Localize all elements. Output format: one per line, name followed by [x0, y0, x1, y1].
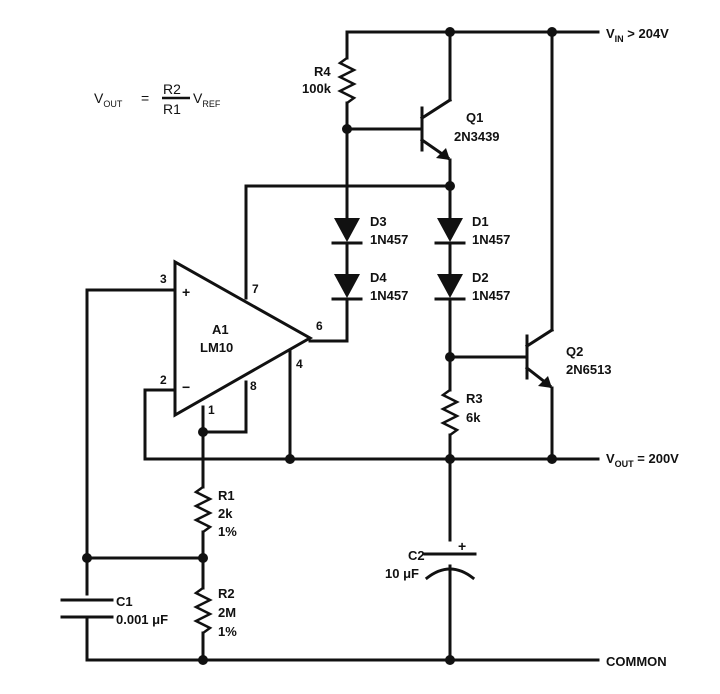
resistor-r4: R4 100k [302, 30, 357, 220]
svg-text:Q1: Q1 [466, 110, 483, 125]
svg-text:R1: R1 [218, 488, 235, 503]
opamp-a1: + − A1 LM10 3 2 7 6 4 8 1 [160, 259, 323, 418]
svg-text:7: 7 [252, 282, 259, 296]
svg-text:D3: D3 [370, 214, 387, 229]
svg-text:=: = [141, 90, 149, 106]
svg-text:D2: D2 [472, 270, 489, 285]
svg-text:1%: 1% [218, 624, 237, 639]
svg-text:1: 1 [208, 403, 215, 417]
svg-text:100k: 100k [302, 81, 332, 96]
transistor-q1: Q1 2N3439 [345, 30, 500, 220]
svg-text:VOUT: VOUT [94, 90, 123, 109]
svg-text:4: 4 [296, 357, 303, 371]
common-rail: COMMON [85, 654, 667, 669]
svg-text:2M: 2M [218, 605, 236, 620]
opamp-wiring [85, 288, 292, 596]
svg-text:1N457: 1N457 [472, 232, 510, 247]
svg-text:R2: R2 [218, 586, 235, 601]
svg-text:3: 3 [160, 272, 167, 286]
svg-text:+: + [182, 284, 190, 300]
divider-node [82, 553, 208, 563]
capacitor-c1: C1 0.001 μF [60, 594, 168, 662]
svg-text:−: − [182, 379, 190, 395]
vin-label: VIN > 204V [606, 26, 669, 44]
svg-text:D1: D1 [472, 214, 489, 229]
svg-text:10 μF: 10 μF [385, 566, 419, 581]
svg-text:1%: 1% [218, 524, 237, 539]
vout-label: VOUT = 200V [606, 451, 679, 469]
svg-text:6k: 6k [466, 410, 481, 425]
svg-text:R1: R1 [163, 101, 181, 117]
svg-text:1N457: 1N457 [370, 288, 408, 303]
svg-text:2k: 2k [218, 506, 233, 521]
vout-rail: VOUT = 200V [143, 451, 679, 469]
svg-text:6: 6 [316, 319, 323, 333]
svg-text:R3: R3 [466, 391, 483, 406]
vin-rail: VIN > 204V [345, 26, 669, 44]
svg-text:+: + [458, 538, 466, 554]
svg-text:R4: R4 [314, 64, 331, 79]
diode-d2: D2 1N457 [434, 270, 510, 392]
resistor-r3: R3 6k [440, 388, 483, 542]
diode-d1: D1 1N457 [434, 214, 510, 276]
capacitor-c2: + C2 10 μF [385, 538, 477, 662]
svg-text:D4: D4 [370, 270, 387, 285]
svg-text:C2: C2 [408, 548, 425, 563]
resistor-r2: R2 2M 1% [193, 586, 237, 662]
svg-text:2: 2 [160, 373, 167, 387]
transistor-q2: Q2 2N6513 [448, 30, 612, 461]
svg-text:R2: R2 [163, 81, 181, 97]
svg-text:2N6513: 2N6513 [566, 362, 612, 377]
diode-d3: D3 1N457 [331, 214, 408, 276]
svg-text:1N457: 1N457 [370, 232, 408, 247]
svg-text:Q2: Q2 [566, 344, 583, 359]
resistor-r1: R1 2k 1% [193, 485, 237, 590]
svg-text:2N3439: 2N3439 [454, 129, 500, 144]
wire-q1-to-pin7 [244, 184, 452, 300]
svg-text:VREF: VREF [193, 90, 221, 109]
svg-text:8: 8 [250, 379, 257, 393]
svg-text:A1: A1 [212, 322, 229, 337]
svg-text:LM10: LM10 [200, 340, 233, 355]
svg-text:1N457: 1N457 [472, 288, 510, 303]
svg-text:0.001 μF: 0.001 μF [116, 612, 168, 627]
vout-formula: VOUT = R2 R1 VREF [94, 81, 221, 117]
diode-d4: D4 1N457 [308, 270, 408, 343]
common-label: COMMON [606, 654, 667, 669]
svg-text:C1: C1 [116, 594, 133, 609]
